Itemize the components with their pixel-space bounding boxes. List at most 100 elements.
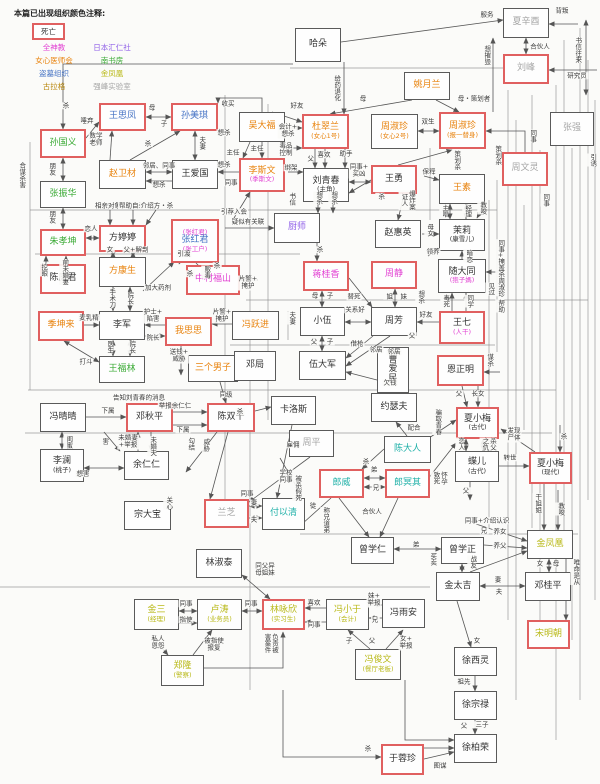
node-jintaiji: 金太吉 — [436, 572, 480, 601]
node-sublabel: (狍子媽) — [449, 276, 475, 285]
relation-label: 骗取青春 — [432, 409, 442, 435]
relation-label: 母・策划者 — [456, 94, 492, 103]
relation-label: 父 — [461, 486, 471, 495]
relation-label: 未婚妻 +举报 — [117, 433, 139, 450]
legend-item: 女心医师会 — [35, 56, 73, 65]
node-langwei: 郎威 — [319, 469, 364, 498]
relation-edge — [385, 629, 404, 650]
relation-label: 护士+ 陷害 — [142, 307, 164, 324]
node-label: 冯雨安 — [389, 607, 417, 618]
node-label: 曹 爱 民 — [388, 354, 398, 383]
relation-label: 前未婚妻 — [59, 259, 69, 285]
node-label: 林淑泰 — [205, 557, 233, 568]
node-fengyuejin: 冯跃进 — [232, 311, 279, 340]
relation-label: 引诱 — [587, 153, 597, 167]
node-ducuilan: 杜翠兰(女心1号) — [302, 114, 349, 149]
node-sublabel: (张工户) — [182, 244, 208, 253]
relation-label: 兄 — [371, 483, 381, 492]
node-sublabel: (经理) — [147, 614, 166, 623]
relation-edge — [208, 431, 229, 500]
relation-label: 兄 — [370, 615, 380, 624]
relation-label: 送钱+ 威胁 — [168, 347, 190, 364]
relation-label: 父+解剖 — [122, 245, 150, 254]
relation-label: 勾结 — [185, 437, 195, 451]
relation-label: 杀 — [212, 261, 222, 270]
relation-label: 母 — [358, 94, 368, 103]
relation-label: 邻居、同事 — [141, 161, 177, 170]
node-label: 冯晴晴 — [49, 411, 77, 422]
node-jikunlai: 季坤来 — [38, 311, 84, 341]
relation-edge — [435, 99, 460, 113]
relation-label: 恋人 — [83, 224, 99, 233]
relation-label: 院长 — [126, 340, 136, 354]
node-label: 王思凤 — [108, 111, 136, 122]
node-label: 李军 — [112, 319, 131, 330]
node-label: 王爱国 — [181, 168, 209, 179]
relation-edge — [204, 631, 286, 669]
node-hadou: 哈朵 — [295, 28, 341, 62]
relation-label: 同事 — [243, 599, 259, 608]
relation-edge — [329, 99, 413, 116]
node-label: 赵卫材 — [108, 168, 136, 179]
relation-label: 杀 — [363, 744, 373, 753]
relation-label: 夫妻 — [286, 311, 296, 325]
node-sublabel: (人干) — [452, 327, 472, 336]
node-label: 付以清 — [269, 508, 297, 519]
node-sunguoyi: 孙国义 — [40, 129, 86, 158]
node-label: 徐西灵 — [461, 655, 489, 666]
relation-label: 杀 — [361, 457, 371, 466]
node-label: 周平 — [302, 437, 321, 448]
relation-label: 院长 — [124, 291, 134, 305]
relation-label: 负责被 害案件 — [261, 633, 279, 653]
legend-item: 古拉格 — [42, 82, 66, 91]
relation-label: 麦乳精 — [78, 313, 100, 322]
node-fengyuan: 冯雨安 — [382, 599, 425, 628]
node-label: 金太吉 — [444, 580, 472, 591]
node-label: 恩正明 — [446, 364, 474, 375]
node-label: 周淑珍 — [380, 122, 408, 133]
relation-label: 夫 — [494, 587, 504, 596]
node-dengguiping: 邓桂平 — [525, 572, 571, 601]
node-label: 约瑟夫 — [380, 401, 408, 412]
node-fangkangsheng: 方康生 — [99, 257, 146, 287]
relation-label: 邻居 — [368, 345, 384, 354]
relation-label: 关心 — [163, 496, 173, 510]
node-songmingchao: 宋明朝 — [527, 620, 570, 649]
node-linshutai: 林淑泰 — [196, 549, 242, 578]
relation-edge — [282, 690, 382, 760]
relation-label: 学校 同事 — [278, 468, 294, 485]
relation-label: 买卖 — [427, 552, 437, 566]
node-zongdabao: 宗大宝 — [124, 501, 171, 530]
relation-label: 手术刀 — [106, 288, 116, 308]
relation-label: 杀 — [185, 269, 195, 278]
relation-edge — [456, 600, 472, 648]
relation-edge — [145, 209, 157, 226]
relation-label: 姐 — [383, 292, 393, 300]
legend-item: 强峰实验室 — [93, 82, 131, 91]
node-sublabel: (古代) — [467, 466, 487, 475]
relation-label: 妹 — [397, 292, 407, 300]
node-sublabel: (实习生) — [271, 614, 296, 623]
relation-edge — [423, 175, 440, 182]
relation-label: 主唱 — [439, 204, 449, 218]
node-langmingqi: 郎冥其 — [385, 469, 430, 498]
node-xuxiling: 徐西灵 — [454, 647, 497, 676]
legend-item: 日本汇仁社 — [93, 43, 131, 52]
relation-label: 教唆 — [477, 201, 487, 215]
relation-label: 三子 — [474, 720, 490, 729]
node-sublabel: (会计) — [338, 614, 357, 623]
relation-label: 养父 — [492, 541, 508, 550]
relation-label: 妹+ 举报 — [366, 591, 382, 608]
node-fengqingqing: 冯晴晴 — [40, 403, 86, 432]
relation-label: 杀 — [143, 139, 153, 148]
relation-label: 毒品 控制 — [278, 141, 294, 158]
node-label: 哈朵 — [308, 39, 327, 50]
relation-label: 弟 — [369, 465, 379, 474]
relation-label: 干姐姐 — [532, 493, 542, 513]
node-zhoushuzhen2: 周淑珍(报一替身) — [439, 112, 486, 149]
relation-edge — [242, 141, 251, 159]
relation-label: 书信 — [286, 192, 296, 206]
node-label: 方婷婷 — [108, 232, 136, 243]
node-fuyiqing: 付以清 — [262, 498, 305, 530]
relation-edge — [301, 497, 332, 525]
